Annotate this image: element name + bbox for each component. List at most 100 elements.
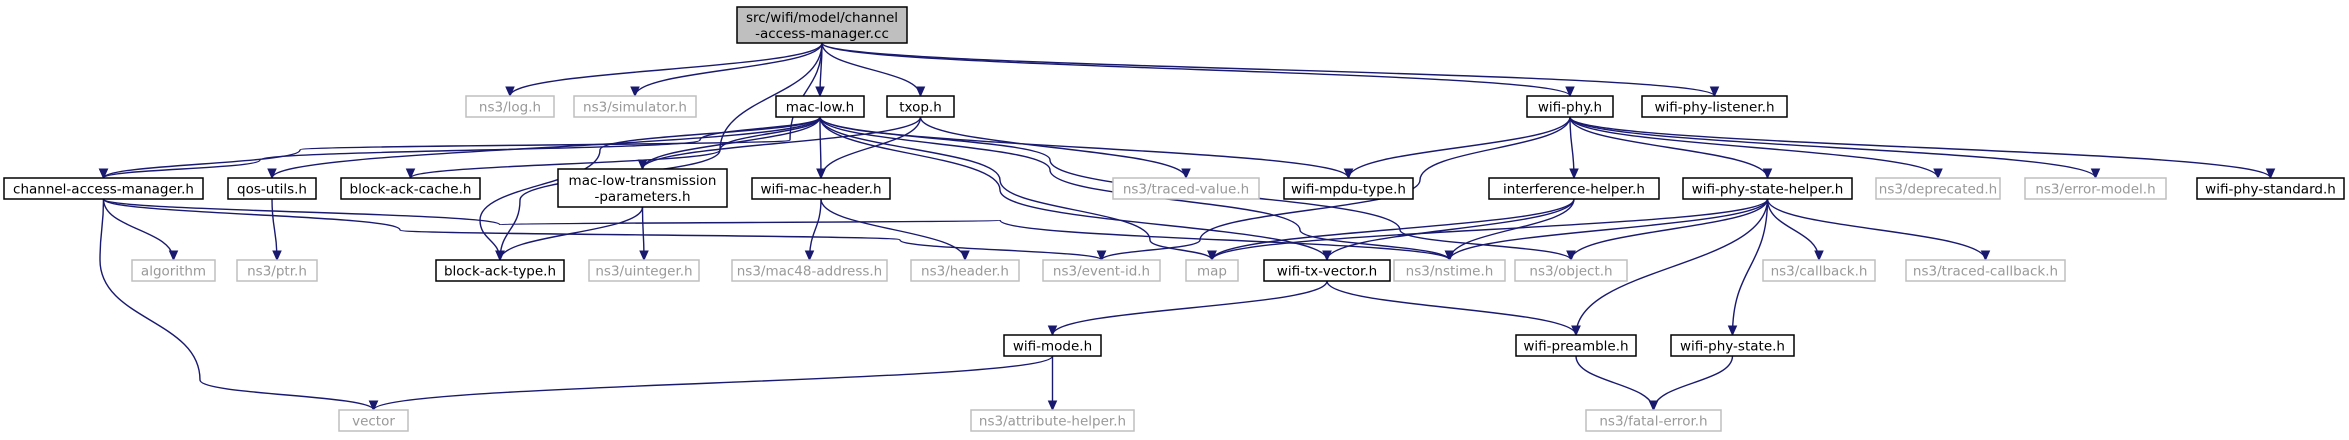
node-box xyxy=(2196,177,2345,200)
arrowhead-icon xyxy=(1727,325,1738,337)
node-mac-low[interactable]: mac-low.h xyxy=(775,95,865,118)
node-qos-utils[interactable]: qos-utils.h xyxy=(227,177,317,200)
edge-line xyxy=(819,116,1350,179)
arrowhead-icon xyxy=(1343,168,1354,180)
node-box xyxy=(1515,334,1637,357)
edge-line xyxy=(1569,116,2272,179)
arrowhead-icon xyxy=(2090,168,2101,180)
node-label: ns3/log.h xyxy=(479,100,541,116)
node-box xyxy=(573,95,697,118)
edge-cam_h-to-ns3_event_id xyxy=(102,198,1107,262)
node-label: wifi-mpdu-type.h xyxy=(1291,182,1406,198)
node-wifi-phy-state-helper[interactable]: wifi-phy-state-helper.h xyxy=(1682,177,1853,200)
edge-wifi_phy_state_helper-to-wifi_phy_state xyxy=(1727,198,1769,337)
edge-line xyxy=(1575,198,1769,336)
node-wifi-mac-header[interactable]: wifi-mac-header.h xyxy=(751,177,891,200)
node-block-ack-type[interactable]: block-ack-type.h xyxy=(435,259,565,282)
edge-interference_helper-to-wifi_tx_vector xyxy=(1322,198,1575,262)
arrowhead-icon xyxy=(1207,250,1217,262)
node-wifi-phy-state[interactable]: wifi-phy-state.h xyxy=(1670,334,1795,357)
edge-line xyxy=(1211,198,1769,261)
node-label: wifi-preamble.h xyxy=(1523,339,1628,355)
node-root[interactable]: src/wifi/model/channel-access-manager.cc xyxy=(736,6,908,44)
node-box xyxy=(131,259,216,282)
arrowhead-icon xyxy=(1933,168,1943,180)
arrowhead-icon xyxy=(1571,325,1581,337)
node-ns3-attribute-helper: ns3/attribute-helper.h xyxy=(970,409,1135,432)
node-label: mac-low.h xyxy=(786,100,854,116)
edge-line xyxy=(819,116,1213,261)
node-wifi-mpdu-type[interactable]: wifi-mpdu-type.h xyxy=(1283,177,1414,200)
node-wifi-phy-listener[interactable]: wifi-phy-listener.h xyxy=(1641,95,1788,118)
arrowhead-icon xyxy=(168,250,179,262)
edge-line xyxy=(641,116,821,170)
node-label: -parameters.h xyxy=(594,189,690,205)
node-ns3-ptr: ns3/ptr.h xyxy=(236,259,318,282)
node-wifi-phy-standard[interactable]: wifi-phy-standard.h xyxy=(2196,177,2345,200)
edge-wifi_phy_state_helper-to-ns3_callback xyxy=(1766,198,1824,262)
node-label: ns3/simulator.h xyxy=(583,100,687,116)
edge-mac_low-to-wifi_mpdu_type xyxy=(819,116,1354,180)
arrowhead-icon xyxy=(1566,250,1576,262)
node-box xyxy=(731,259,888,282)
arrowhead-icon xyxy=(267,168,277,180)
node-txop[interactable]: txop.h xyxy=(886,95,955,118)
node-box xyxy=(1488,177,1660,200)
node-ns3-callback: ns3/callback.h xyxy=(1762,259,1876,282)
edge-wifi_phy-to-wifi_phy_state_helper xyxy=(1569,116,1773,180)
node-label: wifi-phy.h xyxy=(1538,100,1602,116)
arrowhead-icon xyxy=(505,86,515,98)
edge-line xyxy=(102,198,1451,261)
node-label: ns3/error-model.h xyxy=(2035,182,2155,198)
node-ns3-log: ns3/log.h xyxy=(465,95,555,118)
node-box xyxy=(1112,177,1260,200)
node-box xyxy=(435,259,565,282)
edge-line xyxy=(821,42,922,97)
node-wifi-tx-vector[interactable]: wifi-tx-vector.h xyxy=(1263,259,1391,282)
edge-line xyxy=(1731,198,1769,336)
node-label: algorithm xyxy=(141,264,206,280)
node-box xyxy=(227,177,317,200)
node-label: qos-utils.h xyxy=(237,182,307,198)
arrowhead-icon xyxy=(637,159,648,171)
node-mltp[interactable]: mac-low-transmission-parameters.h xyxy=(557,168,728,208)
edge-root-to-wifi_phy xyxy=(821,42,1575,98)
node-box xyxy=(1526,95,1614,118)
node-ns3-uinteger: ns3/uinteger.h xyxy=(588,259,700,282)
edge-root-to-ns3_log xyxy=(505,42,823,98)
arrowhead-icon xyxy=(1047,400,1058,412)
edge-wifi_phy_state-to-ns3_fatal_error xyxy=(1648,355,1734,412)
edge-line xyxy=(1448,198,1769,261)
edge-wifi_phy_state_helper-to-ns3_object xyxy=(1566,198,1769,262)
edge-line xyxy=(99,198,375,411)
node-box xyxy=(736,6,908,44)
node-ns3-header: ns3/header.h xyxy=(910,259,1020,282)
edge-line xyxy=(1766,198,1987,261)
node-wifi-preamble[interactable]: wifi-preamble.h xyxy=(1515,334,1637,357)
node-cam-h[interactable]: channel-access-manager.h xyxy=(3,177,204,200)
arrowhead-icon xyxy=(1444,250,1455,262)
arrowhead-icon xyxy=(2265,168,2276,180)
node-label: map xyxy=(1197,264,1227,280)
node-box xyxy=(465,95,555,118)
node-label: ns3/fatal-error.h xyxy=(1599,414,1707,430)
node-map: map xyxy=(1185,259,1239,282)
node-label: wifi-mac-header.h xyxy=(760,182,881,198)
edge-line xyxy=(820,198,966,261)
node-ns3-object: ns3/object.h xyxy=(1514,259,1628,282)
node-wifi-phy[interactable]: wifi-phy.h xyxy=(1526,95,1614,118)
edge-interference_helper-to-map xyxy=(1207,198,1575,262)
edge-wifi_mac_header-to-ns3_mac48 xyxy=(804,198,822,262)
edge-wifi_tx_vector-to-wifi_mode xyxy=(1047,280,1328,337)
arrowhead-icon xyxy=(815,86,825,98)
node-algorithm: algorithm xyxy=(131,259,216,282)
node-label: channel-access-manager.h xyxy=(13,182,194,198)
node-wifi-mode[interactable]: wifi-mode.h xyxy=(1003,334,1102,357)
node-interference-helper[interactable]: interference-helper.h xyxy=(1488,177,1660,200)
edge-root-to-txop xyxy=(821,42,926,98)
edge-line xyxy=(1652,355,1734,411)
node-box xyxy=(775,95,865,118)
node-label: ns3/object.h xyxy=(1529,264,1612,280)
node-block-ack-cache[interactable]: block-ack-cache.h xyxy=(340,177,481,200)
node-ns3-fatal-error: ns3/fatal-error.h xyxy=(1585,409,1722,432)
